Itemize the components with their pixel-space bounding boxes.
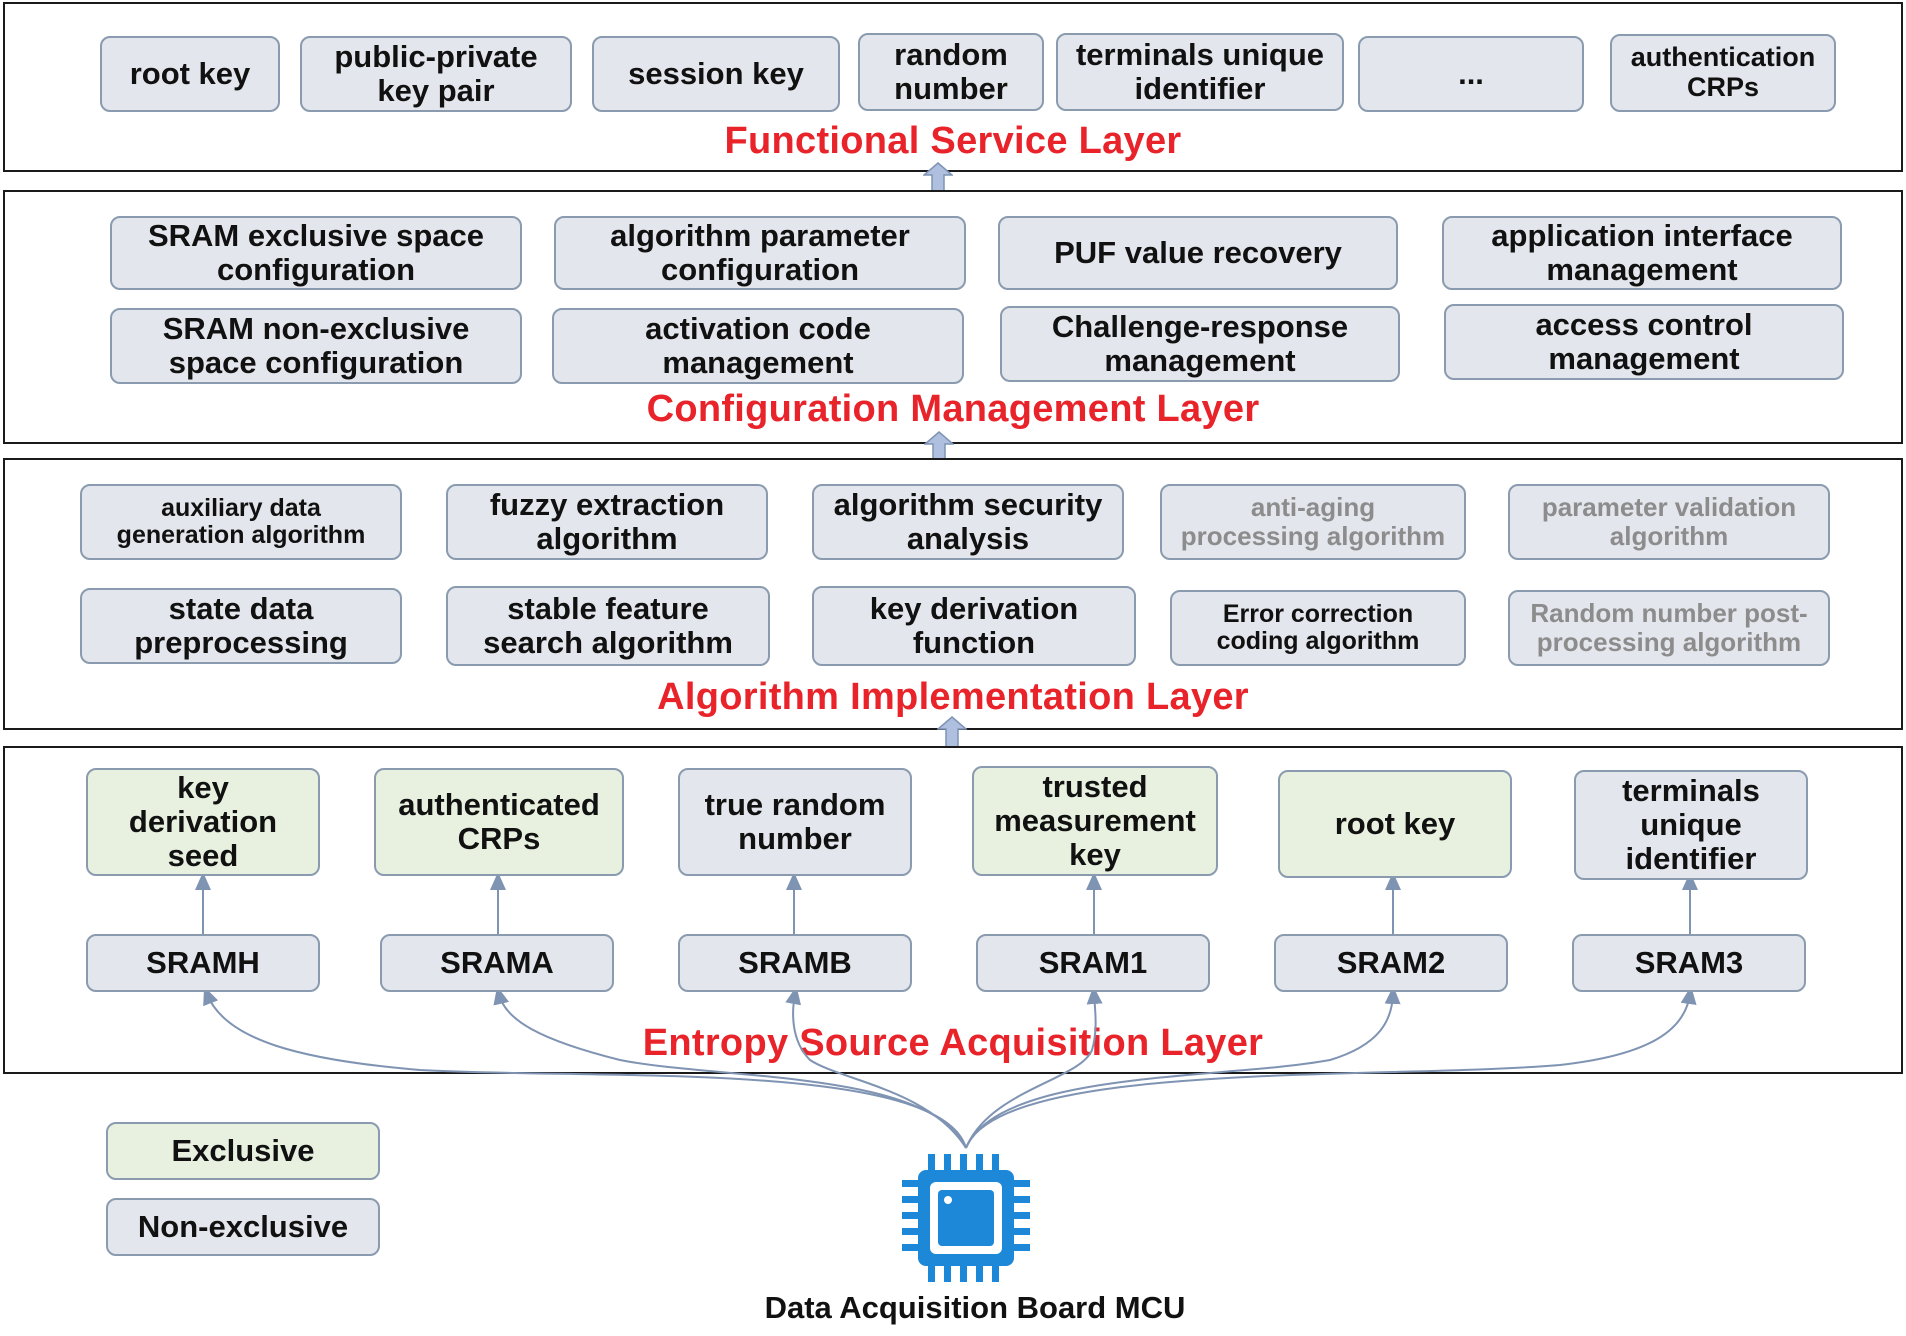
es-source-sram2: SRAM2 [1274, 934, 1508, 992]
cm-box-challenge-response: Challenge-response management [1000, 306, 1400, 382]
algorithm-implementation-layer-title: Algorithm Implementation Layer [657, 676, 1249, 718]
fs-box-public-private-key-pair: public-private key pair [300, 36, 572, 112]
fs-box-root-key: root key [100, 36, 280, 112]
es-output-terminals-unique-identifier: terminals unique identifier [1574, 770, 1808, 880]
es-source-sramh: SRAMH [86, 934, 320, 992]
mcu-label: Data Acquisition Board MCU [764, 1290, 1186, 1325]
es-output-trusted-measurement-key: trusted measurement key [972, 766, 1218, 876]
ai-box-anti-aging: anti-aging processing algorithm [1160, 484, 1466, 560]
chip-icon [902, 1154, 1030, 1282]
ai-box-fuzzy-extraction: fuzzy extraction algorithm [446, 484, 768, 560]
ai-box-auxiliary-data: auxiliary data generation algorithm [80, 484, 402, 560]
fs-box-ellipsis: ... [1358, 36, 1584, 112]
es-source-sram3: SRAM3 [1572, 934, 1806, 992]
legend-exclusive: Exclusive [106, 1122, 380, 1180]
ai-box-key-derivation-function: key derivation function [812, 586, 1136, 666]
cm-box-access-control: access control management [1444, 304, 1844, 380]
es-output-authenticated-crps: authenticated CRPs [374, 768, 624, 876]
ai-box-stable-feature: stable feature search algorithm [446, 586, 770, 666]
ai-box-parameter-validation: parameter validation algorithm [1508, 484, 1830, 560]
fs-box-random-number: random number [858, 33, 1044, 111]
es-source-srama: SRAMA [380, 934, 614, 992]
es-output-true-random-number: true random number [678, 768, 912, 876]
entropy-source-acquisition-layer-title: Entropy Source Acquisition Layer [642, 1022, 1264, 1064]
cm-box-application-interface: application interface management [1442, 216, 1842, 290]
cm-box-sram-non-exclusive: SRAM non-exclusive space configuration [110, 308, 522, 384]
fs-box-session-key: session key [592, 36, 840, 112]
fs-box-terminals-unique-identifier: terminals unique identifier [1056, 33, 1344, 111]
ai-box-error-correction: Error correction coding algorithm [1170, 590, 1466, 666]
ai-box-state-data: state data preprocessing [80, 588, 402, 664]
es-source-sramb: SRAMB [678, 934, 912, 992]
configuration-management-layer-title: Configuration Management Layer [646, 388, 1260, 430]
cm-box-activation-code: activation code management [552, 308, 964, 384]
es-output-key-derivation-seed: key derivation seed [86, 768, 320, 876]
cm-box-puf-value-recovery: PUF value recovery [998, 216, 1398, 290]
ai-box-algorithm-security: algorithm security analysis [812, 484, 1124, 560]
cm-box-algorithm-parameter: algorithm parameter configuration [554, 216, 966, 290]
legend-non-exclusive: Non-exclusive [106, 1198, 380, 1256]
fs-box-authentication-crps: authentication CRPs [1610, 34, 1836, 112]
es-output-root-key: root key [1278, 770, 1512, 878]
ai-box-random-number-post: Random number post- processing algorithm [1508, 590, 1830, 666]
es-source-sram1: SRAM1 [976, 934, 1210, 992]
cm-box-sram-exclusive: SRAM exclusive space configuration [110, 216, 522, 290]
functional-service-layer-title: Functional Service Layer [724, 120, 1182, 162]
